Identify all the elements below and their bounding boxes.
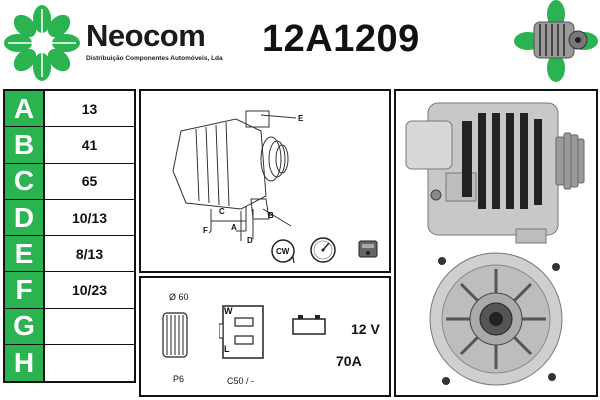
- spec-row-b: B 41: [5, 127, 134, 164]
- spec-row-e: E 8/13: [5, 236, 134, 273]
- spec-row-d: D 10/13: [5, 199, 134, 237]
- diagram-label-b: B: [268, 211, 274, 220]
- spec-letter: D: [5, 199, 45, 236]
- connector-w-label: W: [224, 306, 233, 316]
- spec-letter: A: [5, 91, 45, 127]
- connector-icon: [219, 305, 264, 359]
- connector-code: C50 / -: [227, 376, 255, 386]
- dimension-diagram-panel: E C B F A D CW: [139, 89, 391, 273]
- spec-letter: E: [5, 236, 45, 272]
- alternator-line-drawing: E C B F A D CW: [172, 110, 378, 264]
- pulley-icon: [162, 312, 188, 358]
- spec-value: 8/13: [75, 245, 104, 262]
- alternator-rear-view: [429, 252, 563, 386]
- spec-row-a: A 13: [5, 91, 134, 128]
- spec-row-g: G: [5, 308, 134, 346]
- spec-row-c: C 65: [5, 163, 134, 200]
- alternator-photo: [405, 102, 585, 386]
- spec-value: 13: [81, 100, 98, 117]
- spec-letter: G: [5, 308, 45, 345]
- brand-name: Neocom: [86, 18, 206, 53]
- spec-value: [45, 345, 134, 381]
- pulley-diameter: Ø 60: [169, 292, 189, 302]
- spec-row-f: F 10/23: [5, 272, 134, 309]
- spec-value: [45, 309, 134, 344]
- diagram-label-f: F: [203, 226, 208, 235]
- spec-value: 41: [81, 136, 98, 153]
- voltage: 12 V: [351, 321, 380, 337]
- spec-value: 65: [81, 173, 98, 190]
- brand: Neocom Distribuição Componentes Automóve…: [86, 20, 223, 62]
- battery-icon: [292, 315, 326, 335]
- alternator-thumbnail-icon: [514, 0, 598, 82]
- regulator-icon: [358, 240, 378, 258]
- product-photo-panel: [394, 89, 598, 397]
- part-number: 12A1209: [262, 18, 420, 60]
- spec-letter: C: [5, 163, 45, 199]
- amperage: 70A: [336, 353, 362, 369]
- brand-subtitle: Distribuição Componentes Automóveis, Lda: [86, 55, 223, 62]
- diagram-label-e: E: [298, 114, 304, 123]
- electrical-spec-panel: Ø 60 P6 W L C50 / - 12 V 70A: [139, 276, 391, 397]
- spec-letter: H: [5, 345, 45, 382]
- spec-row-h: H: [5, 345, 134, 382]
- diagram-label-c: C: [219, 207, 225, 216]
- gauge-icon: [310, 237, 336, 263]
- spec-value: 10/23: [71, 282, 108, 299]
- alternator-side-view: [405, 102, 585, 244]
- diagram-label-d: D: [247, 236, 253, 245]
- rotation-label: CW: [276, 247, 290, 256]
- pulley-type: P6: [173, 374, 185, 384]
- logo-clover-icon: [4, 5, 80, 81]
- connector-l-label: L: [224, 344, 230, 354]
- spec-table: A 13 B 41 C 65 D 10/13 E 8/13 F 10/23 G …: [3, 89, 136, 384]
- spec-letter: B: [5, 127, 45, 163]
- cw-rotation-icon: CW: [271, 239, 295, 264]
- spec-value: 10/13: [71, 209, 108, 226]
- diagram-label-a: A: [231, 223, 237, 232]
- spec-letter: F: [5, 272, 45, 308]
